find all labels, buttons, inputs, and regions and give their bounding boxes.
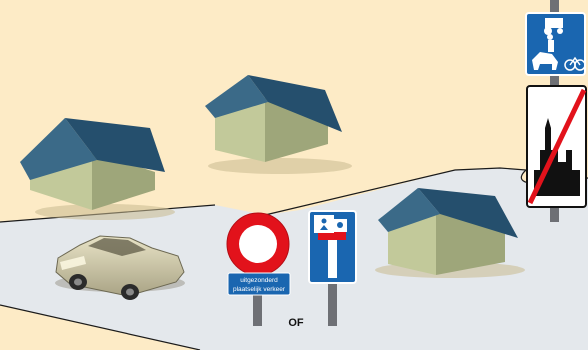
- dead-end-street-sign-icon: [309, 211, 356, 283]
- sub-plate-line2: plaatselijk verkeer: [233, 286, 286, 293]
- pole-dead-end: [328, 282, 337, 326]
- end-of-built-up-area-sign-icon: [527, 86, 586, 207]
- or-label: OF: [288, 317, 304, 329]
- house-left: [20, 118, 175, 220]
- house-middle: [205, 75, 352, 174]
- sub-plate-line1: uitgezonderd: [240, 277, 278, 284]
- tractor-rider-bicycle-sign-icon: [526, 13, 585, 75]
- no-entry-sign-icon: [227, 213, 289, 275]
